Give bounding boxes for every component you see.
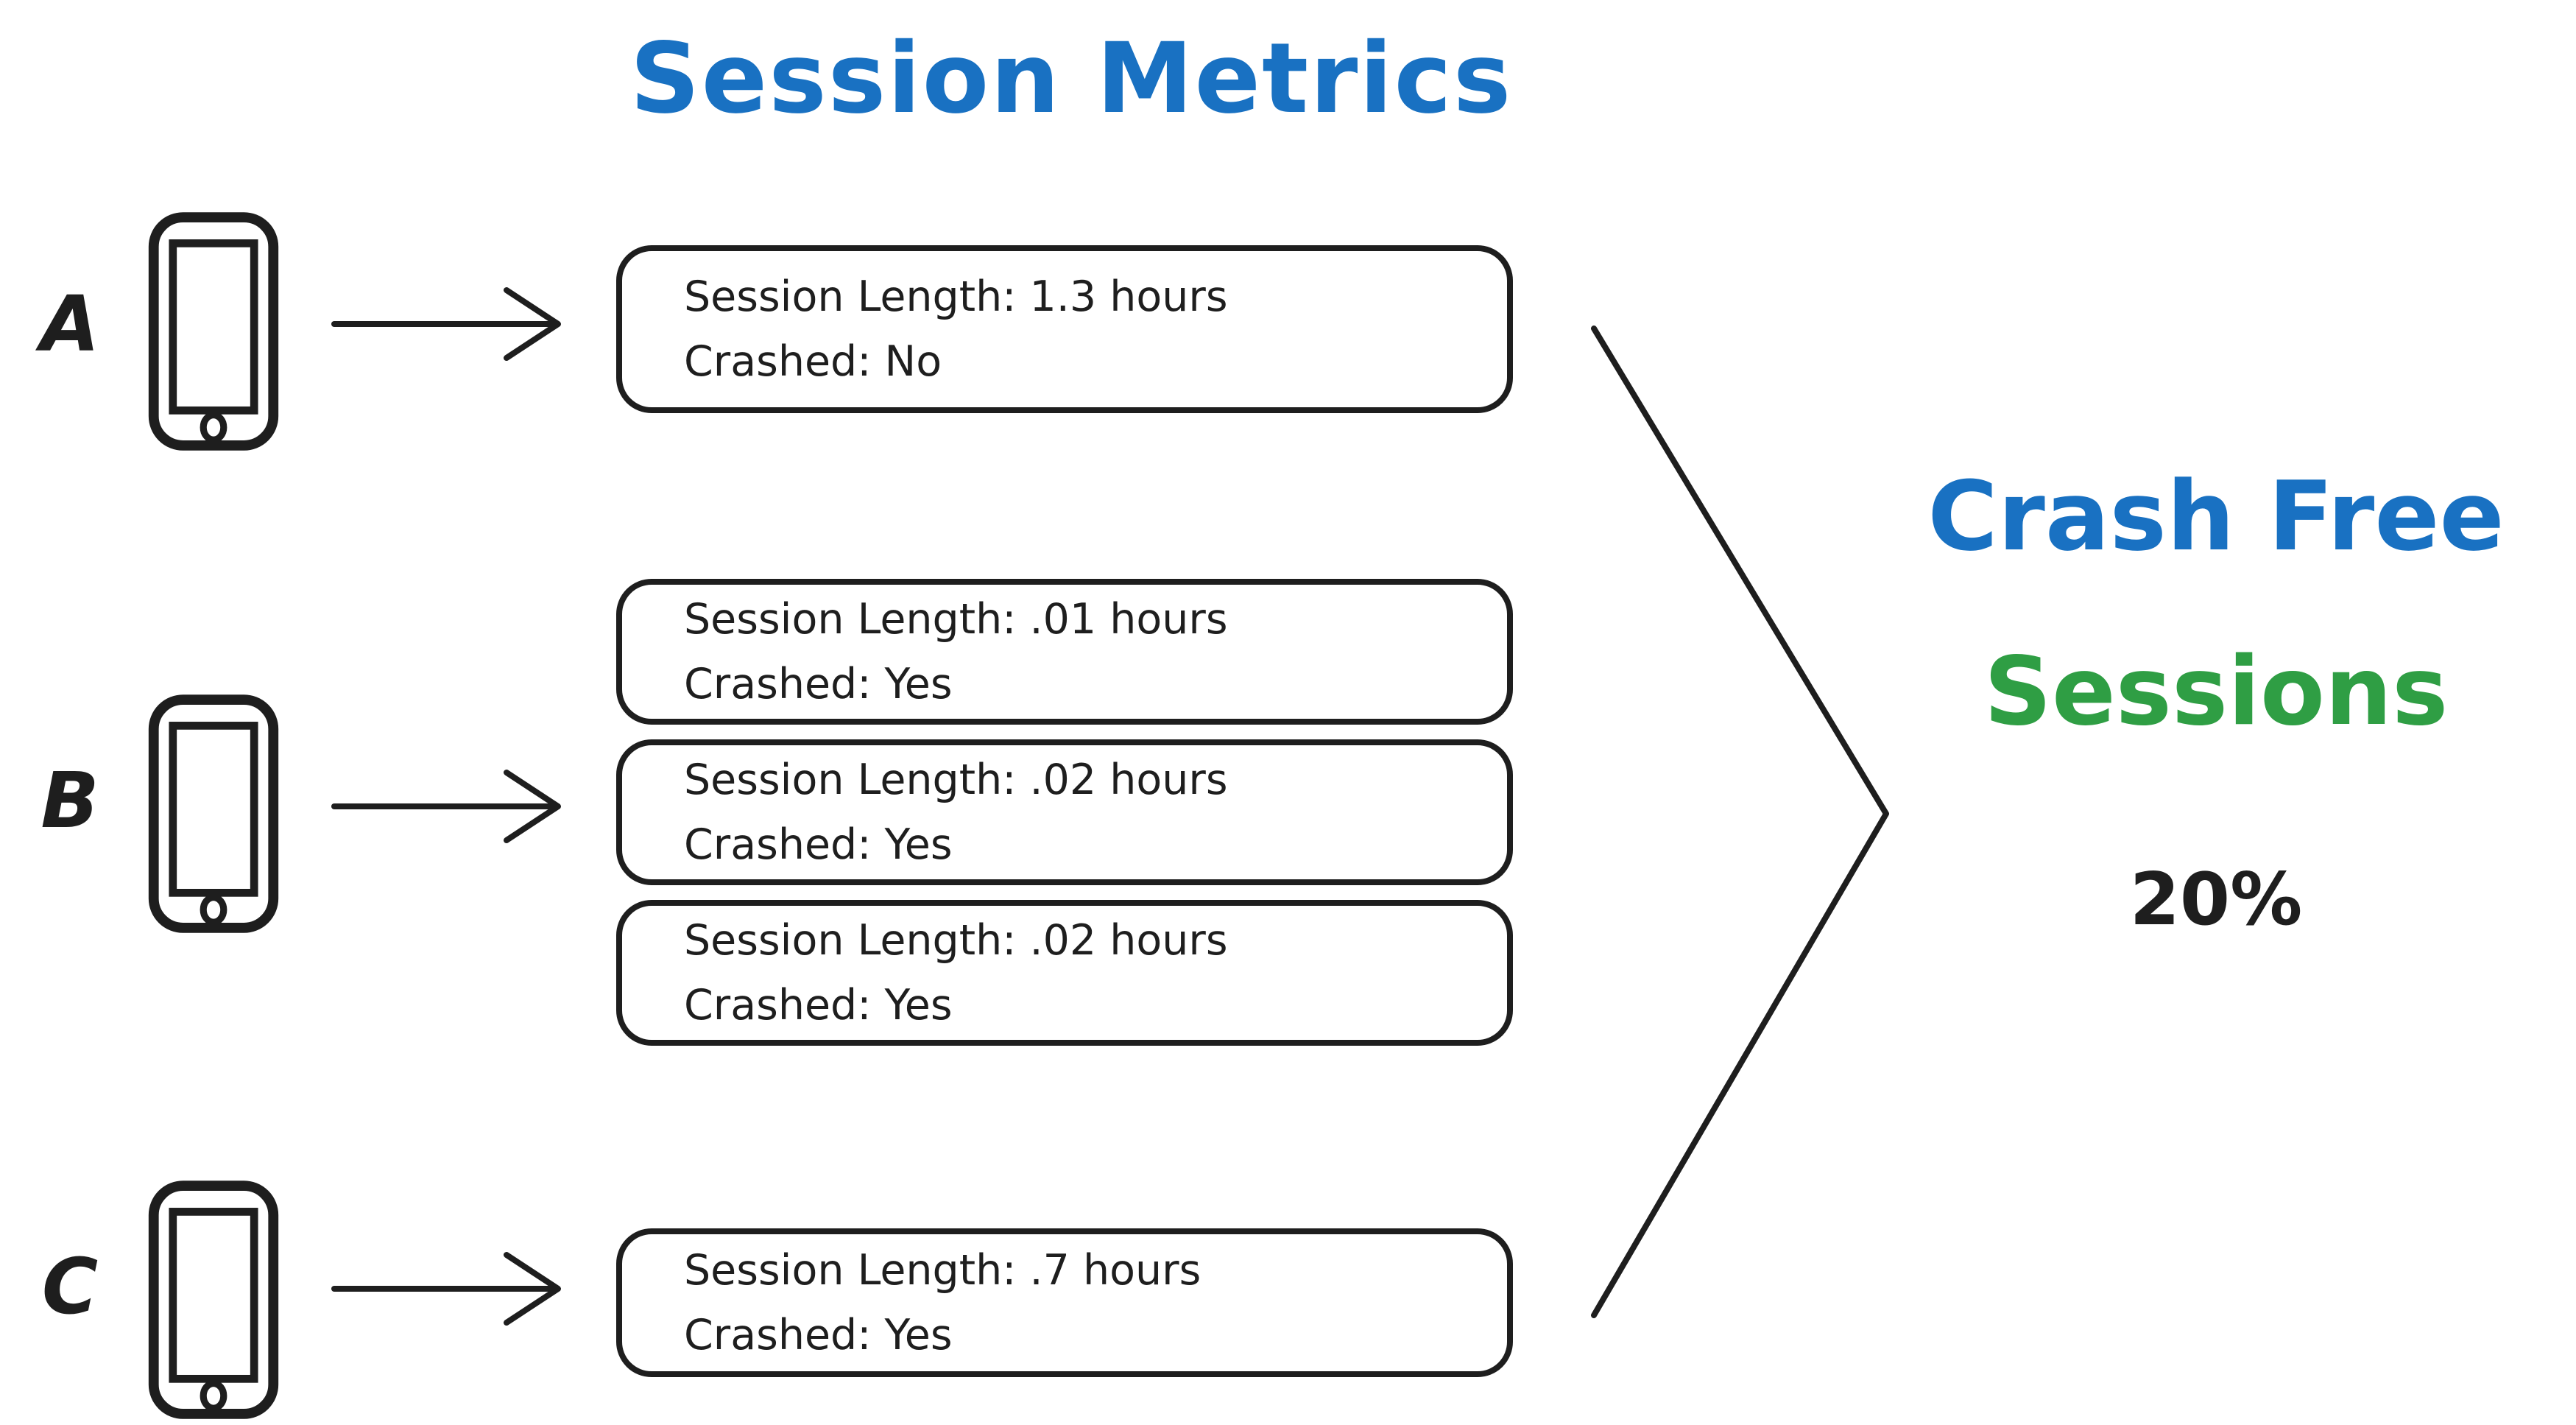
arrow-icon-b <box>331 761 567 852</box>
smartphone-icon-b <box>146 691 281 937</box>
crashed-text: Crashed: Yes <box>684 820 953 869</box>
crashed-text: Crashed: Yes <box>684 660 953 708</box>
result-title-line1: Crash Free <box>1927 460 2505 572</box>
session-length-text: Session Length: .02 hours <box>684 755 1228 804</box>
merge-chevron-icon <box>1575 309 1914 1340</box>
crashed-text: Crashed: No <box>684 337 942 386</box>
session-box-a1: Session Length: 1.3 hours Crashed: No <box>616 245 1513 413</box>
device-label-a: A <box>40 279 100 369</box>
session-box-c1: Session Length: .7 hours Crashed: Yes <box>616 1228 1513 1377</box>
page-title: Session Metrics <box>629 22 1513 136</box>
crashed-text: Crashed: Yes <box>684 981 953 1030</box>
crashed-text: Crashed: Yes <box>684 1311 953 1359</box>
session-length-text: Session Length: 1.3 hours <box>684 272 1228 321</box>
smartphone-icon-a <box>146 208 281 454</box>
device-label-b: B <box>40 756 99 845</box>
smartphone-icon-c <box>146 1177 281 1423</box>
arrow-icon-c <box>331 1243 567 1334</box>
device-label-c: C <box>41 1242 99 1331</box>
session-length-text: Session Length: .7 hours <box>684 1245 1201 1295</box>
session-box-b1: Session Length: .01 hours Crashed: Yes <box>616 579 1513 725</box>
session-length-text: Session Length: .02 hours <box>684 915 1228 965</box>
session-box-b2: Session Length: .02 hours Crashed: Yes <box>616 739 1513 885</box>
result-title-line2: Sessions <box>1983 637 2449 747</box>
session-box-b3: Session Length: .02 hours Crashed: Yes <box>616 900 1513 1046</box>
session-length-text: Session Length: .01 hours <box>684 594 1228 644</box>
result-value: 20% <box>2129 858 2303 942</box>
arrow-icon-a <box>331 278 567 370</box>
